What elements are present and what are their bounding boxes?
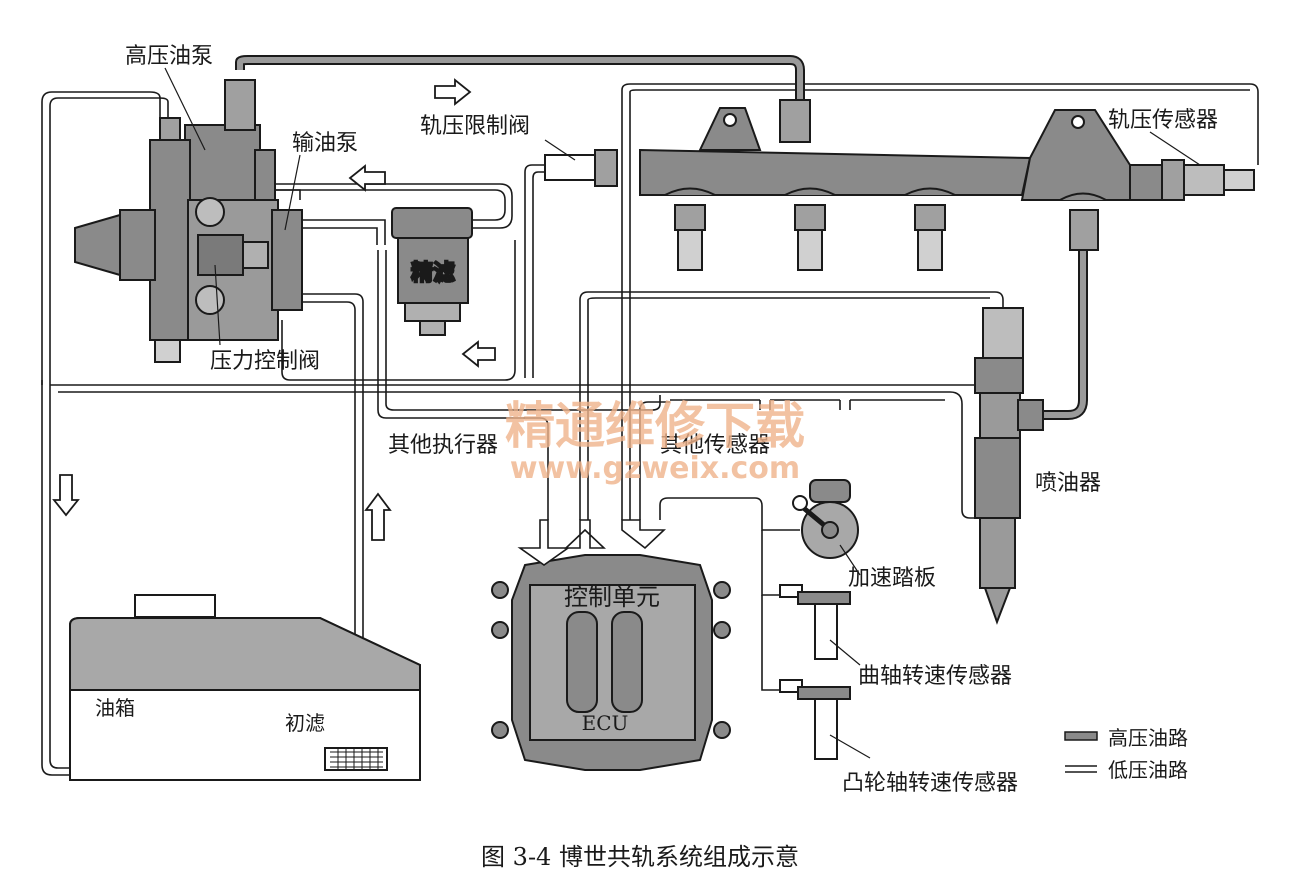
high-pressure-lines [235, 55, 1088, 420]
label-injector: 喷油器 [1035, 471, 1101, 496]
label-high-pump: 高压油泵 [125, 44, 213, 69]
signal-arrows [517, 519, 667, 566]
cam-sensor [779, 679, 851, 760]
label-other-actuators: 其他执行器 [388, 433, 498, 458]
flow-arrows [52, 78, 496, 541]
legend-high-label: 高压油路 [1108, 726, 1188, 750]
label-pressure-valve: 压力控制阀 [210, 349, 320, 374]
label-rail-limit-valve: 轨压限制阀 [420, 114, 530, 139]
high-pressure-pump [74, 79, 303, 363]
legend-low-label: 低压油路 [1108, 758, 1188, 782]
leader-lines [164, 67, 1201, 759]
label-fuel-tank: 油箱 [95, 696, 135, 720]
crank-sensor [779, 584, 851, 660]
watermark-line2: www.gzweix.com [510, 451, 800, 486]
injector [974, 307, 1044, 625]
ecu: 控制单元 ECU [491, 554, 731, 771]
label-crank-sensor: 曲轴转速传感器 [858, 664, 1012, 689]
watermark-line1: 精通维修下载 [505, 397, 805, 455]
label-coarse-filter: 初滤 [285, 711, 325, 735]
legend-high-swatch [1064, 731, 1098, 741]
label-rail-sensor: 轨压传感器 [1108, 108, 1218, 133]
figure-caption: 图 3-4 博世共轨系统组成示意 [481, 843, 799, 871]
fuel-tank [69, 594, 421, 781]
label-other-sensors: 其他传感器 [660, 433, 770, 458]
label-accel-pedal: 加速踏板 [848, 566, 936, 591]
label-cam-sensor: 凸轮轴转速传感器 [842, 771, 1018, 796]
low-pressure-lines [41, 83, 1259, 776]
fine-filter: 精滤 [391, 207, 473, 336]
watermark: 精通维修下载 www.gzweix.com [505, 397, 805, 486]
ecu-subtitle: ECU [582, 711, 629, 735]
common-rail [544, 99, 1255, 271]
ecu-title: 控制单元 [564, 583, 660, 611]
fine-filter-label: 精滤 [411, 260, 455, 286]
label-feed-pump: 输油泵 [292, 131, 358, 156]
accel-pedal [792, 479, 859, 559]
legend: 高压油路 低压油路 [1064, 726, 1188, 782]
